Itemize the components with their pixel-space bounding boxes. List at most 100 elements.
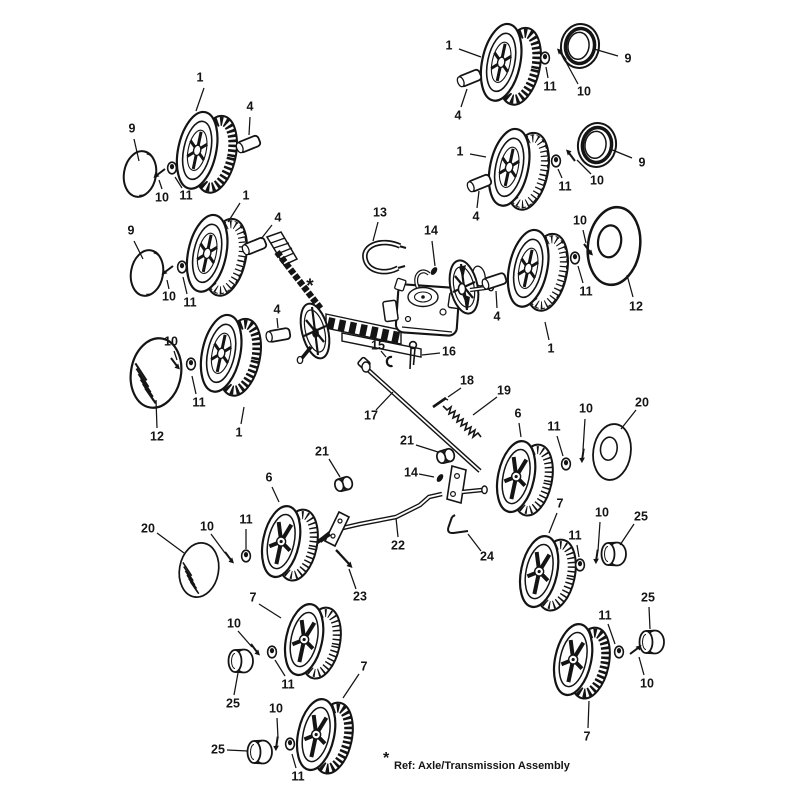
callout-leader-21 — [415, 444, 439, 453]
cap-25 — [638, 629, 665, 655]
callout-label-11: 11 — [192, 395, 205, 409]
callout-leader-15 — [380, 350, 387, 358]
wheel-assembly-7 — [514, 533, 582, 615]
spring — [442, 405, 482, 438]
callout-leader-20 — [620, 409, 637, 430]
callout-label-23: 23 — [353, 589, 367, 603]
callout-label-7: 7 — [557, 496, 564, 510]
wheel-assembly-7 — [279, 601, 347, 683]
callout-label-10: 10 — [640, 676, 654, 690]
callout-label-4: 4 — [494, 309, 501, 323]
callout-label-1: 1 — [457, 144, 464, 158]
callout-leader-10 — [582, 418, 586, 451]
callout-label-10: 10 — [155, 190, 169, 204]
callout-label-10: 10 — [579, 401, 593, 415]
callout-label-7: 7 — [361, 659, 368, 673]
callout-label-11: 11 — [598, 608, 611, 622]
callout-label-1: 1 — [243, 188, 250, 202]
callout-label-4: 4 — [274, 302, 281, 316]
callout-label-24: 24 — [480, 549, 494, 563]
callout-leader-4 — [276, 317, 279, 329]
callout-leader-1 — [227, 202, 241, 223]
callout-label-14: 14 — [404, 465, 418, 479]
callout-leader-11 — [556, 435, 564, 457]
callout-label-11: 11 — [543, 79, 556, 93]
axle-pin-4 — [464, 172, 494, 194]
wheel-assembly-1 — [170, 108, 243, 196]
callout-leader-6 — [518, 422, 522, 438]
wheel-assembly-1 — [180, 211, 253, 299]
callout-leader-11 — [182, 276, 188, 295]
callout-leader-10 — [582, 229, 587, 244]
callout-leader-10 — [237, 630, 253, 648]
callout-leader-23 — [348, 568, 357, 590]
callout-label-10: 10 — [164, 334, 178, 348]
callout-leader-9 — [609, 148, 633, 159]
callout-leader-10 — [597, 521, 601, 552]
callout-label-22: 22 — [391, 538, 405, 552]
callout-label-15: 15 — [371, 338, 385, 352]
callout-label-10: 10 — [269, 701, 283, 715]
callout-leader-25 — [648, 606, 651, 630]
retainer-clip — [385, 355, 394, 368]
wheel-assembly-1 — [501, 226, 574, 314]
callout-leader-1 — [195, 87, 205, 112]
callout-label-14: 14 — [424, 223, 438, 237]
hub-cap-9 — [573, 118, 621, 172]
callout-leader-12 — [155, 399, 158, 429]
callout-leader-25 — [226, 749, 249, 752]
wheel-assembly-1 — [194, 311, 267, 399]
bearing-nut-11 — [185, 357, 197, 371]
wheel-assembly-1 — [474, 20, 547, 108]
roll-pin-10 — [224, 551, 235, 565]
callout-leader-14 — [418, 473, 435, 478]
callout-label-7: 7 — [250, 590, 257, 604]
callout-label-25: 25 — [226, 696, 240, 710]
callout-label-1: 1 — [548, 341, 555, 355]
callout-leader-12 — [626, 274, 634, 298]
callout-leader-10 — [576, 159, 592, 175]
cap-25 — [227, 648, 254, 674]
callout-label-10: 10 — [162, 289, 176, 303]
callout-label-13: 13 — [373, 205, 387, 219]
callout-leader-16 — [421, 352, 441, 356]
callout-leader-1 — [544, 321, 550, 341]
callout-leader-11 — [174, 176, 183, 189]
callout-label-10: 10 — [200, 519, 214, 533]
callout-leader-10 — [276, 717, 279, 739]
bearing-nut-11 — [176, 260, 188, 274]
callout-label-11: 11 — [547, 419, 560, 433]
wheel-assembly-6 — [491, 438, 559, 520]
hub-cap-9 — [119, 147, 161, 201]
callout-label-21: 21 — [315, 444, 329, 458]
callout-leader-10 — [565, 61, 579, 85]
wheel-assembly-7 — [291, 696, 359, 778]
callout-leader-19 — [472, 396, 498, 416]
cap-25 — [600, 541, 627, 567]
cap-25 — [246, 739, 273, 765]
bearing-nut-11 — [550, 154, 562, 168]
bearing-nut-11 — [284, 737, 296, 751]
callout-leader-11 — [545, 66, 549, 79]
callout-leader-1 — [458, 48, 482, 58]
callout-label-9: 9 — [129, 121, 136, 135]
callout-leader-21 — [328, 458, 341, 478]
callout-leader-7 — [342, 673, 360, 699]
callout-label-4: 4 — [247, 99, 254, 113]
callout-label-19: 19 — [497, 383, 511, 397]
callout-label-16: 16 — [442, 344, 456, 358]
callout-label-6: 6 — [266, 470, 273, 484]
callout-leader-10 — [173, 350, 178, 361]
callout-leader-10 — [158, 179, 163, 190]
callout-label-9: 9 — [625, 51, 632, 65]
callout-label-1: 1 — [197, 70, 204, 84]
callout-label-11: 11 — [568, 528, 581, 542]
callout-leader-10 — [638, 656, 645, 676]
callout-leader-17 — [375, 391, 394, 411]
front-axle-rod — [311, 466, 487, 548]
callout-label-21: 21 — [400, 433, 414, 447]
callout-leader-9 — [593, 48, 619, 57]
callout-leader-11 — [274, 659, 286, 677]
callout-leader-7 — [258, 603, 282, 619]
